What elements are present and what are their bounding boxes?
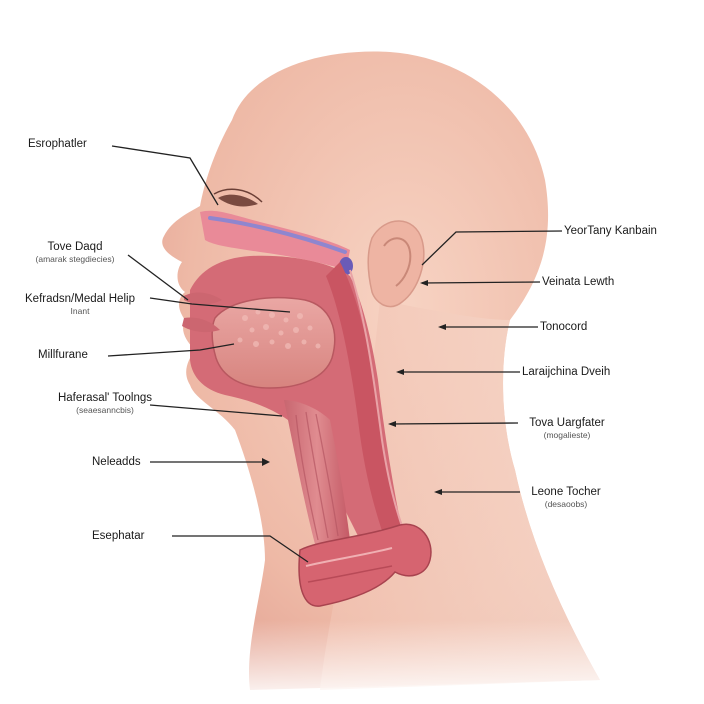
label-esophatar-bottom: Esephatar: [92, 530, 145, 542]
label-leone-tocher: Leone Tocher (desaoobs): [531, 486, 601, 509]
pharynx-wall: [326, 262, 408, 548]
label-haleraseal: Haferasal' Toolngs (seaesanncbis): [57, 392, 153, 415]
upper-lip: [184, 292, 222, 305]
label-laraijchina: Laraijchina Dveih: [522, 366, 611, 378]
label-tova-uargfater: Tova Uargfater (mogalieste): [529, 417, 605, 440]
tongue-texture: [237, 309, 321, 349]
label-tonocord: Tonocord: [540, 321, 588, 333]
lower-lip: [182, 317, 220, 333]
esophagus-base: [298, 523, 432, 607]
ear: [367, 220, 425, 308]
leader-lines: [107, 145, 563, 563]
label-veinata: Veinata Lewth: [542, 276, 615, 288]
label-millurane: Millfurane: [38, 349, 88, 361]
label-yeartany: YeorTany Kanbain: [564, 225, 657, 237]
label-esophagus-top: Esrophatler: [28, 138, 87, 150]
neck: [320, 300, 600, 690]
label-neleadds: Neleadds: [92, 456, 141, 468]
label-kefradsn: Kefradsn/Medal Helip Inant: [25, 293, 135, 316]
nasal-cavity: [200, 210, 350, 270]
trachea-stripes: [295, 411, 339, 541]
eye: [218, 194, 258, 207]
arrow-heads: [262, 280, 446, 495]
label-tove-daged: Tove Daqd (amarak stegdiecies): [35, 241, 115, 264]
